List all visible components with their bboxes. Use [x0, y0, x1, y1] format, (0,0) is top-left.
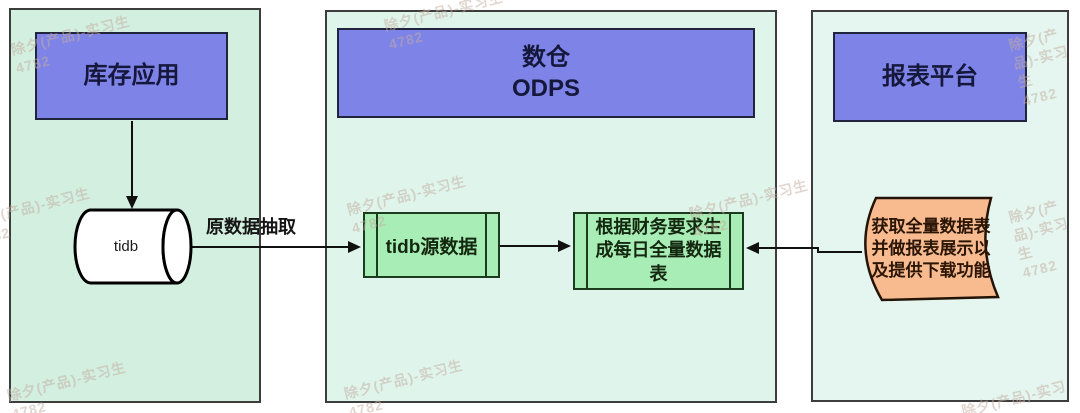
- process-inner-line: [376, 214, 378, 276]
- process-inner-line: [586, 214, 588, 288]
- inventory-header: 库存应用: [35, 32, 228, 120]
- tidb-source-label: tidb源数据: [385, 236, 478, 258]
- tidb-label: tidb: [113, 238, 139, 255]
- arrow-app-to-tidb: [126, 121, 138, 209]
- node-daily-full-table: 根据财务要求生 成每日全量数据 表: [573, 212, 744, 290]
- arrow-source-to-table: [500, 240, 571, 252]
- tidb-cylinder: [73, 208, 193, 285]
- node-tidb-source: tidb源数据: [363, 212, 500, 278]
- arrow-report-to-table: [746, 242, 862, 254]
- warehouse-header: 数仓 ODPS: [337, 28, 755, 118]
- report-doc-label: 获取全量数据表 并做报表展示以 及提供下载功能: [871, 217, 991, 280]
- process-inner-line: [729, 214, 731, 288]
- process-inner-line: [485, 214, 487, 276]
- arrow-tidb-to-source: [191, 241, 361, 253]
- report-doc-shape: [864, 196, 1000, 302]
- report-header: 报表平台: [833, 32, 1027, 122]
- daily-table-label: 根据财务要求生 成每日全量数据 表: [595, 217, 722, 284]
- extract-edge-label: 原数据抽取: [206, 217, 296, 237]
